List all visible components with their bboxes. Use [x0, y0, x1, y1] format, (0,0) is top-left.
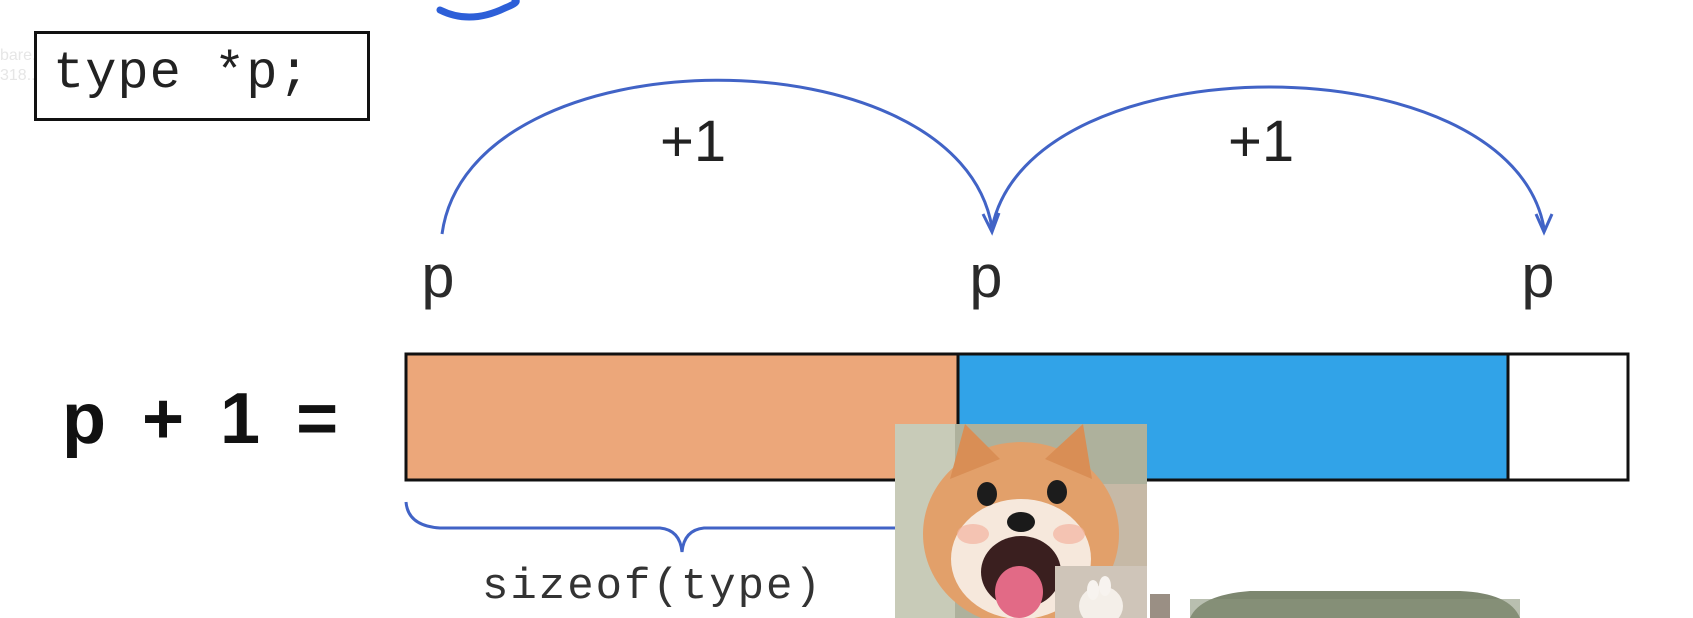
arc-2-arrowhead — [1534, 213, 1554, 236]
arc-1-arrowhead — [981, 212, 1001, 236]
cat-paw-photo-icon — [1055, 566, 1147, 618]
pointer-label-1: p — [420, 248, 457, 316]
photo-edge-fragment — [1150, 594, 1170, 618]
faded-watermark-line-2: 318... — [0, 67, 41, 84]
pointer-label-2: p — [968, 248, 1005, 316]
sizeof-label: sizeof(type) — [482, 562, 823, 612]
increment-arc-1 — [440, 78, 994, 235]
memory-block-3 — [1506, 352, 1630, 482]
code-declaration-text: type *p; — [53, 44, 311, 103]
top-scribble-mark — [436, 0, 520, 21]
step-label-1: +1 — [660, 109, 727, 174]
pointer-label-3: p — [1520, 248, 1557, 316]
memory-block-1 — [404, 352, 960, 482]
code-declaration-box: type *p; — [34, 31, 370, 121]
sizeof-brace — [404, 501, 900, 553]
step-label-2: +1 — [1228, 109, 1295, 174]
expression-label: p + 1 = — [62, 379, 347, 459]
increment-arc-2 — [990, 85, 1546, 229]
pillow-photo-fragment — [1190, 585, 1520, 618]
